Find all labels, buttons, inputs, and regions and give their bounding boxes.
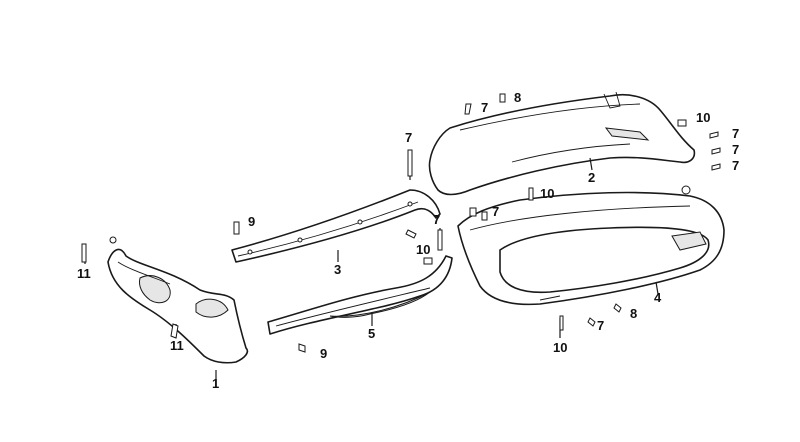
callout-7-e: 7	[732, 158, 739, 173]
callout-7-c: 7	[732, 126, 739, 141]
callout-5: 5	[368, 326, 375, 341]
callout-2: 2	[588, 170, 595, 185]
part-2-upper-body-cover	[428, 91, 696, 196]
callout-8-b: 8	[630, 306, 637, 321]
part-3-side-trim-strip	[231, 189, 441, 263]
callout-10-d: 10	[553, 340, 567, 355]
callout-8-a: 8	[514, 90, 521, 105]
callout-labels: 1 2 3 4 5 7 7 7 7 7 7 7 7 8 8 9 9 10 10 …	[77, 90, 739, 391]
part-1-front-lower-cover	[107, 236, 249, 364]
callout-7-b: 7	[481, 100, 488, 115]
callout-4: 4	[654, 290, 662, 305]
part-5-lower-side-panel	[267, 255, 453, 335]
callout-10-b: 10	[540, 186, 554, 201]
callout-7-a: 7	[405, 130, 412, 145]
callout-3: 3	[334, 262, 341, 277]
callout-7-f: 7	[492, 204, 499, 219]
part-4-rear-side-cover	[457, 185, 725, 306]
callout-9-a: 9	[248, 214, 255, 229]
callout-10-c: 10	[416, 242, 430, 257]
callout-1: 1	[212, 376, 219, 391]
callout-10-a: 10	[696, 110, 710, 125]
callout-7-h: 7	[597, 318, 604, 333]
callout-11-a: 11	[77, 266, 91, 281]
callout-11-b: 11	[170, 338, 184, 353]
callout-7-d: 7	[732, 142, 739, 157]
callout-9-b: 9	[320, 346, 327, 361]
callout-7-g: 7	[433, 212, 440, 227]
small-fasteners	[81, 93, 721, 353]
